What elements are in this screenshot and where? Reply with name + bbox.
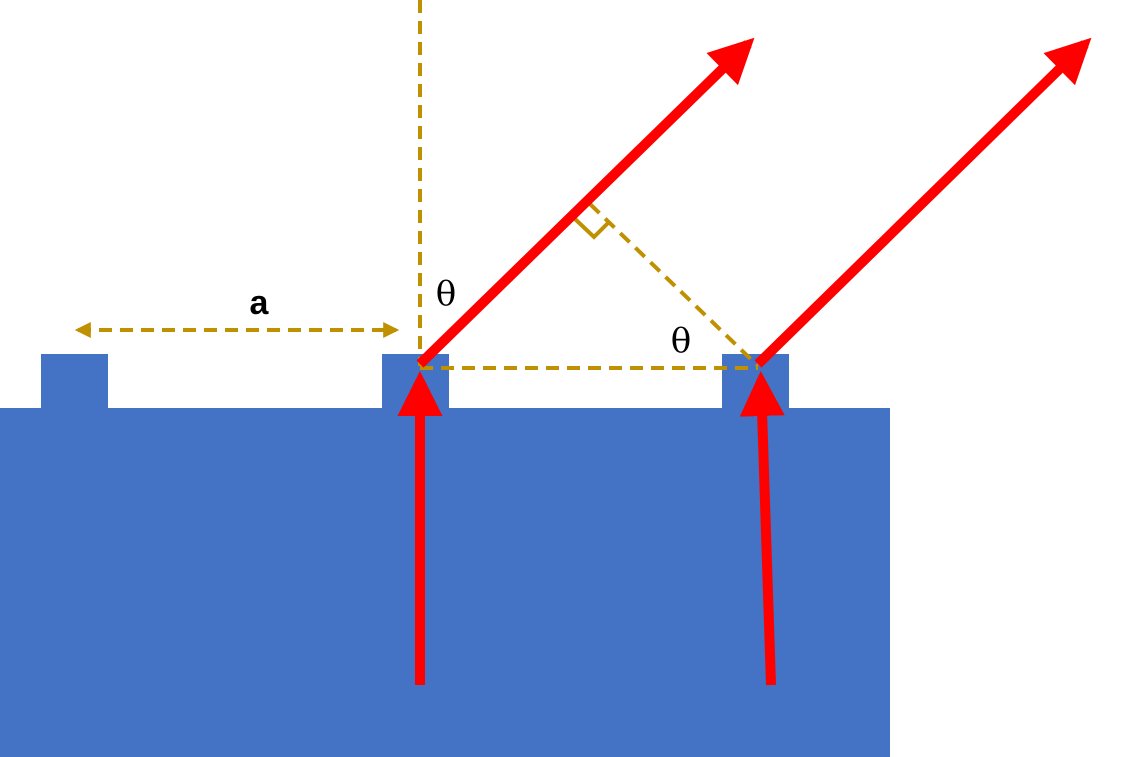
spacing-label: a [250, 284, 270, 322]
grating-tooth-right [722, 354, 789, 410]
diffracted-ray-left [416, 37, 755, 368]
diffracted-ray-right [754, 37, 1092, 368]
angle-label-top: θ [436, 274, 456, 314]
light-rays [397, 37, 1092, 686]
grating-tooth-left [41, 354, 108, 410]
substrate [0, 354, 890, 757]
perpendicular-line [588, 202, 760, 368]
angle-label-bottom: θ [671, 321, 691, 361]
incident-ray-right [739, 371, 785, 686]
substrate-body [0, 408, 890, 757]
construction-lines [74, 0, 760, 370]
right-angle-mark [573, 217, 611, 240]
